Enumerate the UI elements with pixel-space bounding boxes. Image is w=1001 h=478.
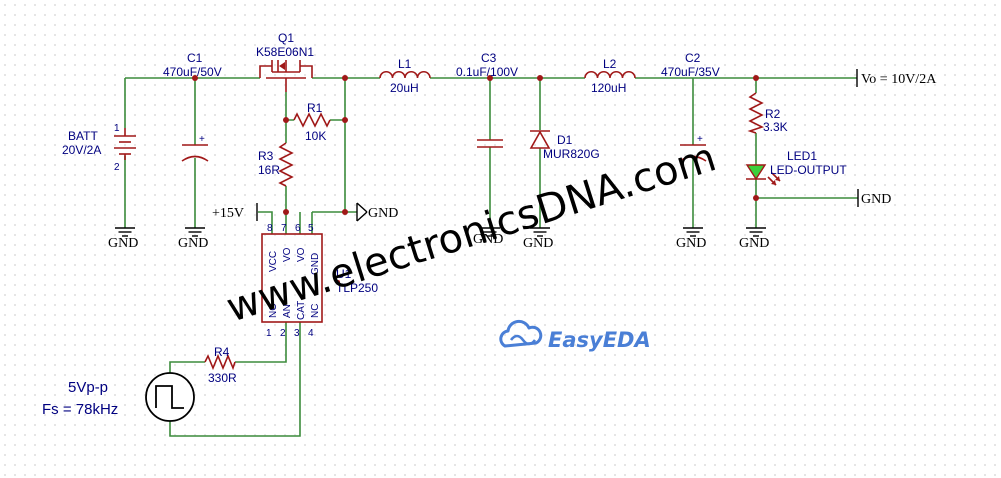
vout-port-label: Vo = 10V/2A bbox=[861, 72, 937, 87]
q1-ref: Q1 bbox=[278, 31, 294, 45]
c1-value: 470uF/50V bbox=[163, 65, 222, 79]
batt-value: 20V/2A bbox=[62, 143, 101, 157]
u1-ref: U1 bbox=[336, 267, 352, 281]
c1-polarity: + bbox=[199, 134, 205, 145]
gnd-port-right: GND bbox=[857, 189, 891, 207]
batt-ref: BATT bbox=[68, 129, 98, 143]
led1-value: LED-OUTPUT bbox=[770, 163, 847, 177]
gnd-c1-label: GND bbox=[178, 236, 208, 251]
r2-value: 3.3K bbox=[763, 120, 788, 134]
gnd-c3-label: GND bbox=[473, 232, 503, 247]
u1-pin-3-name: CAT bbox=[296, 301, 307, 320]
u1-pin-5-name: GND bbox=[310, 253, 321, 275]
gnd-c2: GND bbox=[676, 227, 706, 251]
u1-top-pins: 8 7 6 5 VCC VO VO GND bbox=[267, 223, 321, 275]
vcc-port: +15V bbox=[212, 203, 258, 221]
gnd-flag-u1: GND bbox=[356, 202, 398, 222]
c3-ref: C3 bbox=[481, 51, 497, 65]
batt-pin2-label: 2 bbox=[114, 162, 120, 173]
c2-capacitor-symbol: + bbox=[679, 134, 707, 162]
u1-bottom-pins: NC AN CAT NC 1 2 3 4 bbox=[266, 301, 321, 339]
u1-pin-4-name: NC bbox=[310, 304, 321, 318]
gnd-led: GND bbox=[739, 227, 769, 251]
d1-value: MUR820G bbox=[543, 147, 600, 161]
batt-pin1-label: 1 bbox=[114, 123, 120, 134]
c2-value: 470uF/35V bbox=[661, 65, 720, 79]
u1-value: TLP250 bbox=[336, 281, 378, 295]
u1-pin-1-number: 1 bbox=[266, 328, 272, 339]
vcc-port-label: +15V bbox=[212, 206, 244, 221]
u1-ic-body bbox=[261, 233, 323, 323]
u1-pin1-marker bbox=[336, 280, 340, 284]
c2-ref: C2 bbox=[685, 51, 701, 65]
l2-inductor-symbol bbox=[584, 70, 636, 79]
led1-symbol bbox=[745, 164, 781, 186]
d1-ref: D1 bbox=[557, 133, 573, 147]
r4-ref: R4 bbox=[214, 345, 230, 359]
u1-pin-3-number: 3 bbox=[294, 328, 300, 339]
easyeda-logo-text: EasyEDA bbox=[548, 328, 651, 352]
c2-polarity: + bbox=[697, 134, 703, 145]
r4-resistor-symbol bbox=[204, 353, 236, 371]
gnd-c1: GND bbox=[178, 227, 208, 251]
u1-pin-1-name: NC bbox=[268, 304, 279, 318]
gnd-batt-label: GND bbox=[108, 236, 138, 251]
r2-ref: R2 bbox=[765, 107, 781, 121]
r4-value: 330R bbox=[208, 371, 237, 385]
led1-ref: LED1 bbox=[787, 149, 817, 163]
q1-value: K58E06N1 bbox=[256, 45, 314, 59]
u1-pin-4-number: 4 bbox=[308, 328, 314, 339]
gnd-d1-label: GND bbox=[523, 236, 553, 251]
gnd-c2-label: GND bbox=[676, 236, 706, 251]
r3-ref: R3 bbox=[258, 149, 274, 163]
c3-capacitor-symbol bbox=[477, 139, 503, 148]
c3-value: 0.1uF/100V bbox=[456, 65, 518, 79]
u1-pin-2-number: 2 bbox=[280, 328, 286, 339]
d1-diode-symbol bbox=[529, 130, 551, 149]
u1-pin-2-name: AN bbox=[282, 304, 293, 318]
r3-resistor-symbol bbox=[278, 142, 294, 187]
r2-resistor-symbol bbox=[747, 92, 765, 134]
l2-ref: L2 bbox=[603, 57, 617, 71]
l1-value: 20uH bbox=[390, 81, 419, 95]
gnd-c3: GND bbox=[473, 227, 503, 247]
u1-pin-8-name: VCC bbox=[268, 251, 279, 272]
pulse-source-symbol bbox=[145, 372, 195, 422]
u1-pin-7-number: 7 bbox=[281, 223, 287, 234]
u1-pin-5-number: 5 bbox=[308, 223, 314, 234]
gnd-port-label: GND bbox=[861, 192, 891, 207]
r1-ref: R1 bbox=[307, 101, 323, 115]
source-frequency: Fs = 78kHz bbox=[42, 401, 118, 418]
q1-mosfet-symbol bbox=[259, 60, 313, 92]
r1-resistor-symbol bbox=[293, 112, 331, 128]
vout-port: Vo = 10V/2A bbox=[856, 69, 937, 87]
r3-value: 16R bbox=[258, 163, 280, 177]
l1-ref: L1 bbox=[398, 57, 412, 71]
c1-ref: C1 bbox=[187, 51, 203, 65]
u1-pin-6-name: VO bbox=[296, 247, 307, 262]
junctions bbox=[192, 75, 759, 215]
gnd-led-label: GND bbox=[739, 236, 769, 251]
u1-pin-7-name: VO bbox=[282, 247, 293, 262]
r1-value: 10K bbox=[305, 129, 326, 143]
source-amplitude: 5Vp-p bbox=[68, 379, 108, 396]
cloud-icon bbox=[499, 319, 543, 348]
c1-capacitor-symbol: + bbox=[181, 134, 209, 162]
gnd-d1: GND bbox=[523, 227, 553, 251]
battery-symbol: 1 2 bbox=[114, 123, 136, 173]
u1-pin-8-number: 8 bbox=[267, 223, 273, 234]
l2-value: 120uH bbox=[591, 81, 626, 95]
gnd-batt: GND bbox=[108, 227, 138, 251]
easyeda-logo: EasyEDA bbox=[499, 319, 651, 352]
gnd-flag-u1-label: GND bbox=[368, 206, 398, 221]
l1-inductor-symbol bbox=[379, 70, 431, 79]
u1-pin-6-number: 6 bbox=[295, 223, 301, 234]
